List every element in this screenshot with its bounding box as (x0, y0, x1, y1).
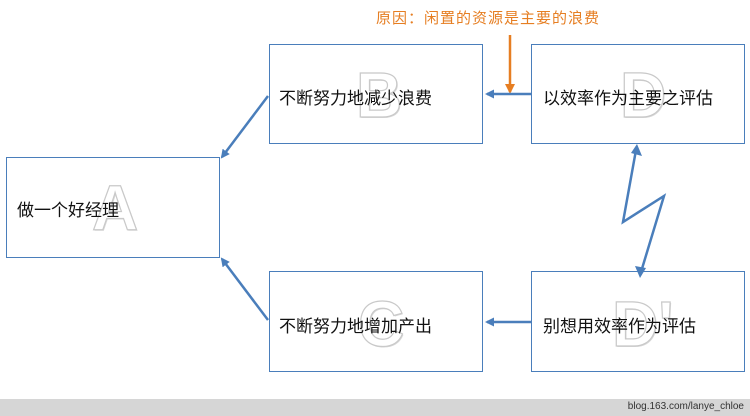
box-a: A 做一个好经理 (6, 157, 220, 258)
box-d-letter: D (619, 59, 667, 131)
box-d-prime-letter: D' (611, 288, 674, 360)
box-d-prime-label: 别想用效率作为评估 (543, 317, 696, 337)
box-b-label: 不断努力地减少浪费 (279, 89, 432, 109)
cause-annotation: 原因：闲置的资源是主要的浪费 (376, 9, 601, 27)
box-b: B 不断努力地减少浪费 (269, 44, 483, 144)
box-a-letter: A (91, 172, 139, 244)
footer-bar: blog.163.com/lanye_chloe (0, 399, 750, 416)
footer-credit: blog.163.com/lanye_chloe (627, 401, 744, 412)
box-d: D 以效率作为主要之评估 (531, 44, 745, 144)
box-c: C 不断努力地增加产出 (269, 271, 483, 372)
box-b-letter: B (355, 59, 403, 131)
box-c-letter: C (357, 288, 405, 360)
conflict-arrowhead-top (631, 144, 642, 156)
box-d-label: 以效率作为主要之评估 (543, 89, 713, 109)
conflict-lightning (621, 149, 667, 273)
box-a-label: 做一个好经理 (17, 201, 119, 221)
conflict-arrowhead-bottom (635, 266, 646, 278)
arrow-b-to-a (220, 95, 269, 159)
box-c-label: 不断努力地增加产出 (279, 317, 432, 337)
arrow-c-to-a (220, 257, 269, 321)
